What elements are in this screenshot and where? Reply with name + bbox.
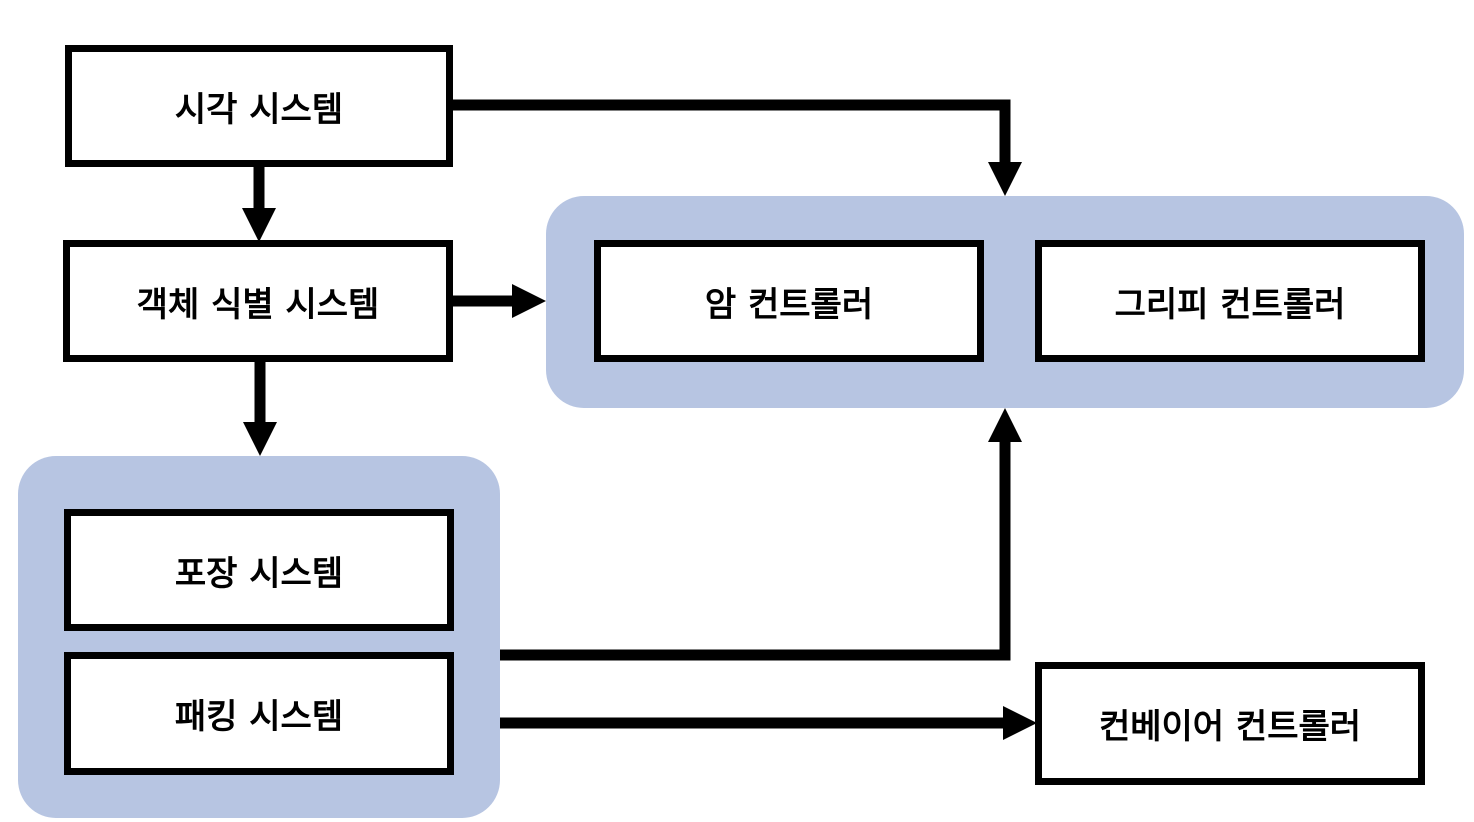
node-conveyor-controller: 컨베이어 컨트롤러 [1035,662,1425,785]
arrowhead-controllers-bottom [988,408,1022,442]
arrowhead-object-id [242,208,276,242]
arrowhead-controllers-top [988,162,1022,196]
node-gripper-controller: 그리피 컨트롤러 [1035,240,1425,362]
node-arm-controller: 암 컨트롤러 [594,240,984,362]
node-object-identification-system: 객체 식별 시스템 [63,240,453,362]
arrowhead-packaging [243,422,277,456]
edge-vision-to-controllers [452,99,1011,166]
arrowhead-conveyor [1003,706,1037,740]
node-vision-system: 시각 시스템 [65,45,453,167]
edge-packaging-to-controllers [500,440,1011,661]
node-packaging-system: 포장 시스템 [64,509,454,631]
node-packing-system: 패킹 시스템 [64,652,454,775]
arrowhead-controllers-left [512,284,546,318]
